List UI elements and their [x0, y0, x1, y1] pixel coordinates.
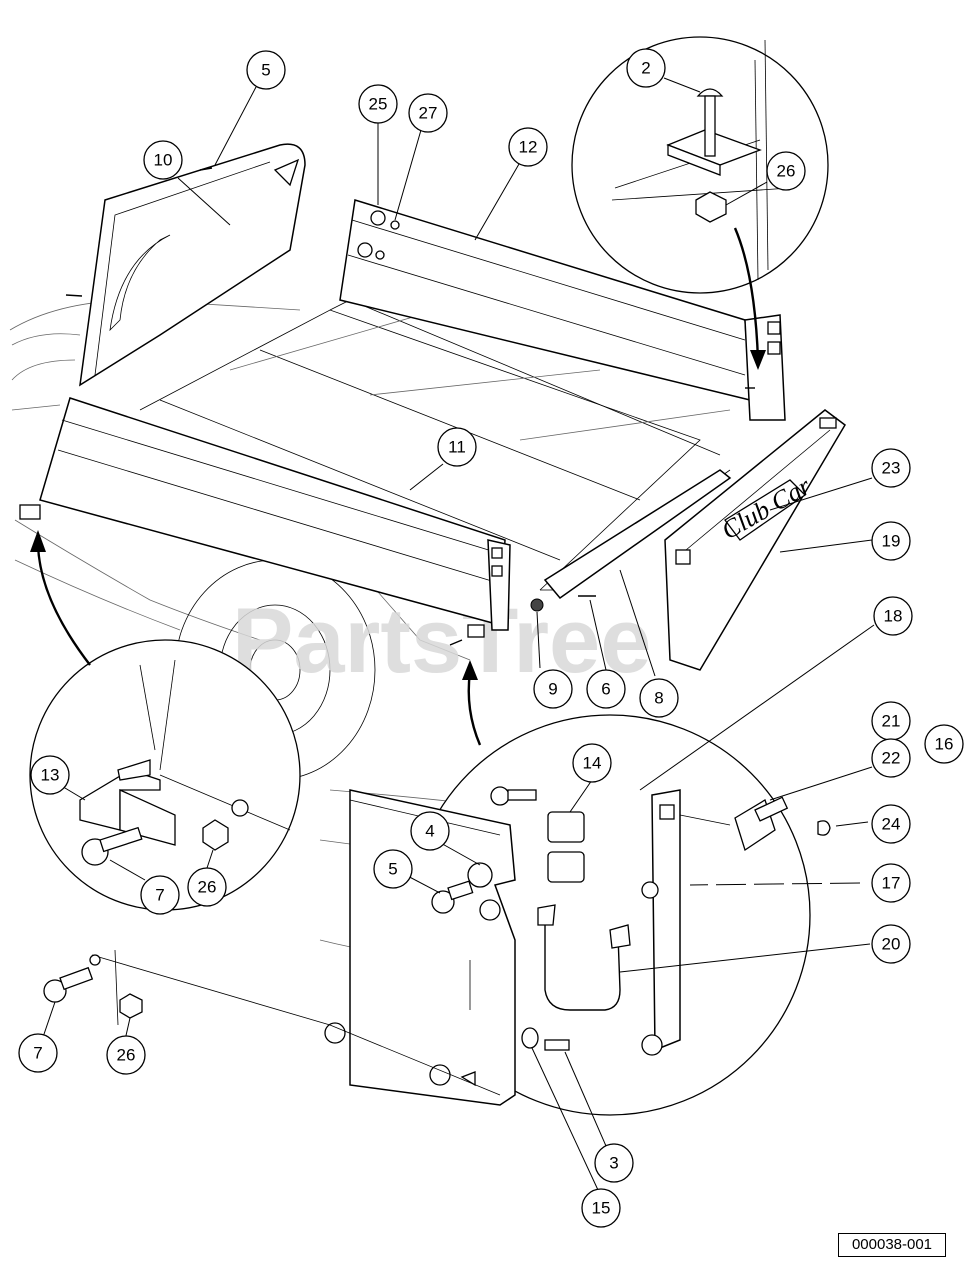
leader-lines	[41, 77, 875, 1191]
callout-20: 20	[871, 924, 911, 964]
callout-label: 26	[777, 162, 796, 181]
callout-label: 6	[601, 680, 610, 699]
callout-label: 9	[548, 680, 557, 699]
callout-17: 17	[871, 863, 911, 903]
callout-label: 24	[882, 815, 901, 834]
callout-25: 25	[358, 84, 398, 124]
callout-24: 24	[871, 804, 911, 844]
callout-label: 27	[419, 104, 438, 123]
detail-bracket-left	[29, 530, 301, 911]
callout-label: 4	[425, 822, 434, 841]
callout-5-bottom: 5	[373, 849, 413, 889]
callout-label: 5	[261, 61, 270, 80]
callout-label: 10	[154, 151, 173, 170]
callout-11: 11	[437, 427, 477, 467]
callout-label: 17	[882, 874, 901, 893]
callout-10: 10	[143, 140, 183, 180]
detail-bolt-top	[571, 36, 829, 370]
callout-22: 22	[871, 738, 911, 778]
callout-label: 14	[583, 754, 602, 773]
callout-26-bottom: 26	[106, 1035, 146, 1075]
callout-label: 20	[882, 935, 901, 954]
callout-label: 12	[519, 138, 538, 157]
callout-19: 19	[871, 521, 911, 561]
callout-4: 4	[410, 811, 450, 851]
callout-7-bottom: 7	[18, 1033, 58, 1073]
callout-label: 3	[609, 1154, 618, 1173]
callout-label: 7	[155, 886, 164, 905]
callout-6: 6	[586, 669, 626, 709]
cargo-bed: Club Car	[19, 143, 846, 671]
callout-label: 21	[882, 712, 901, 731]
detail-tailgate-hinge	[324, 660, 831, 1116]
callout-27: 27	[408, 93, 448, 133]
reference-code-label: 000038-001	[838, 1233, 946, 1257]
callout-13: 13	[30, 755, 70, 795]
callout-label: 2	[641, 59, 650, 78]
callout-3: 3	[594, 1143, 634, 1183]
callout-23: 23	[871, 448, 911, 488]
callout-label: 13	[41, 766, 60, 785]
callout-14: 14	[572, 743, 612, 783]
callout-label: 15	[592, 1199, 611, 1218]
callout-label: 16	[935, 735, 954, 754]
callout-label: 19	[882, 532, 901, 551]
callout-label: 7	[33, 1044, 42, 1063]
callout-label: 23	[882, 459, 901, 478]
callout-26-detail: 26	[187, 867, 227, 907]
callout-16: 16	[924, 724, 964, 764]
callout-7-detail: 7	[140, 875, 180, 915]
callout-2: 2	[626, 48, 666, 88]
callout-label: 26	[117, 1046, 136, 1065]
callout-5-top: 5	[246, 50, 286, 90]
callout-label: 5	[388, 860, 397, 879]
callout-label: 25	[369, 95, 388, 114]
callout-15: 15	[581, 1188, 621, 1228]
callout-21: 21	[871, 701, 911, 741]
callout-8: 8	[639, 678, 679, 718]
callout-label: 26	[198, 878, 217, 897]
callout-12: 12	[508, 127, 548, 167]
callout-label: 18	[884, 607, 903, 626]
callout-label: 22	[882, 749, 901, 768]
callout-label: 11	[448, 438, 466, 457]
callout-18: 18	[873, 596, 913, 636]
callout-26-top: 26	[766, 151, 806, 191]
callout-label: 8	[654, 689, 663, 708]
callout-9: 9	[533, 669, 573, 709]
